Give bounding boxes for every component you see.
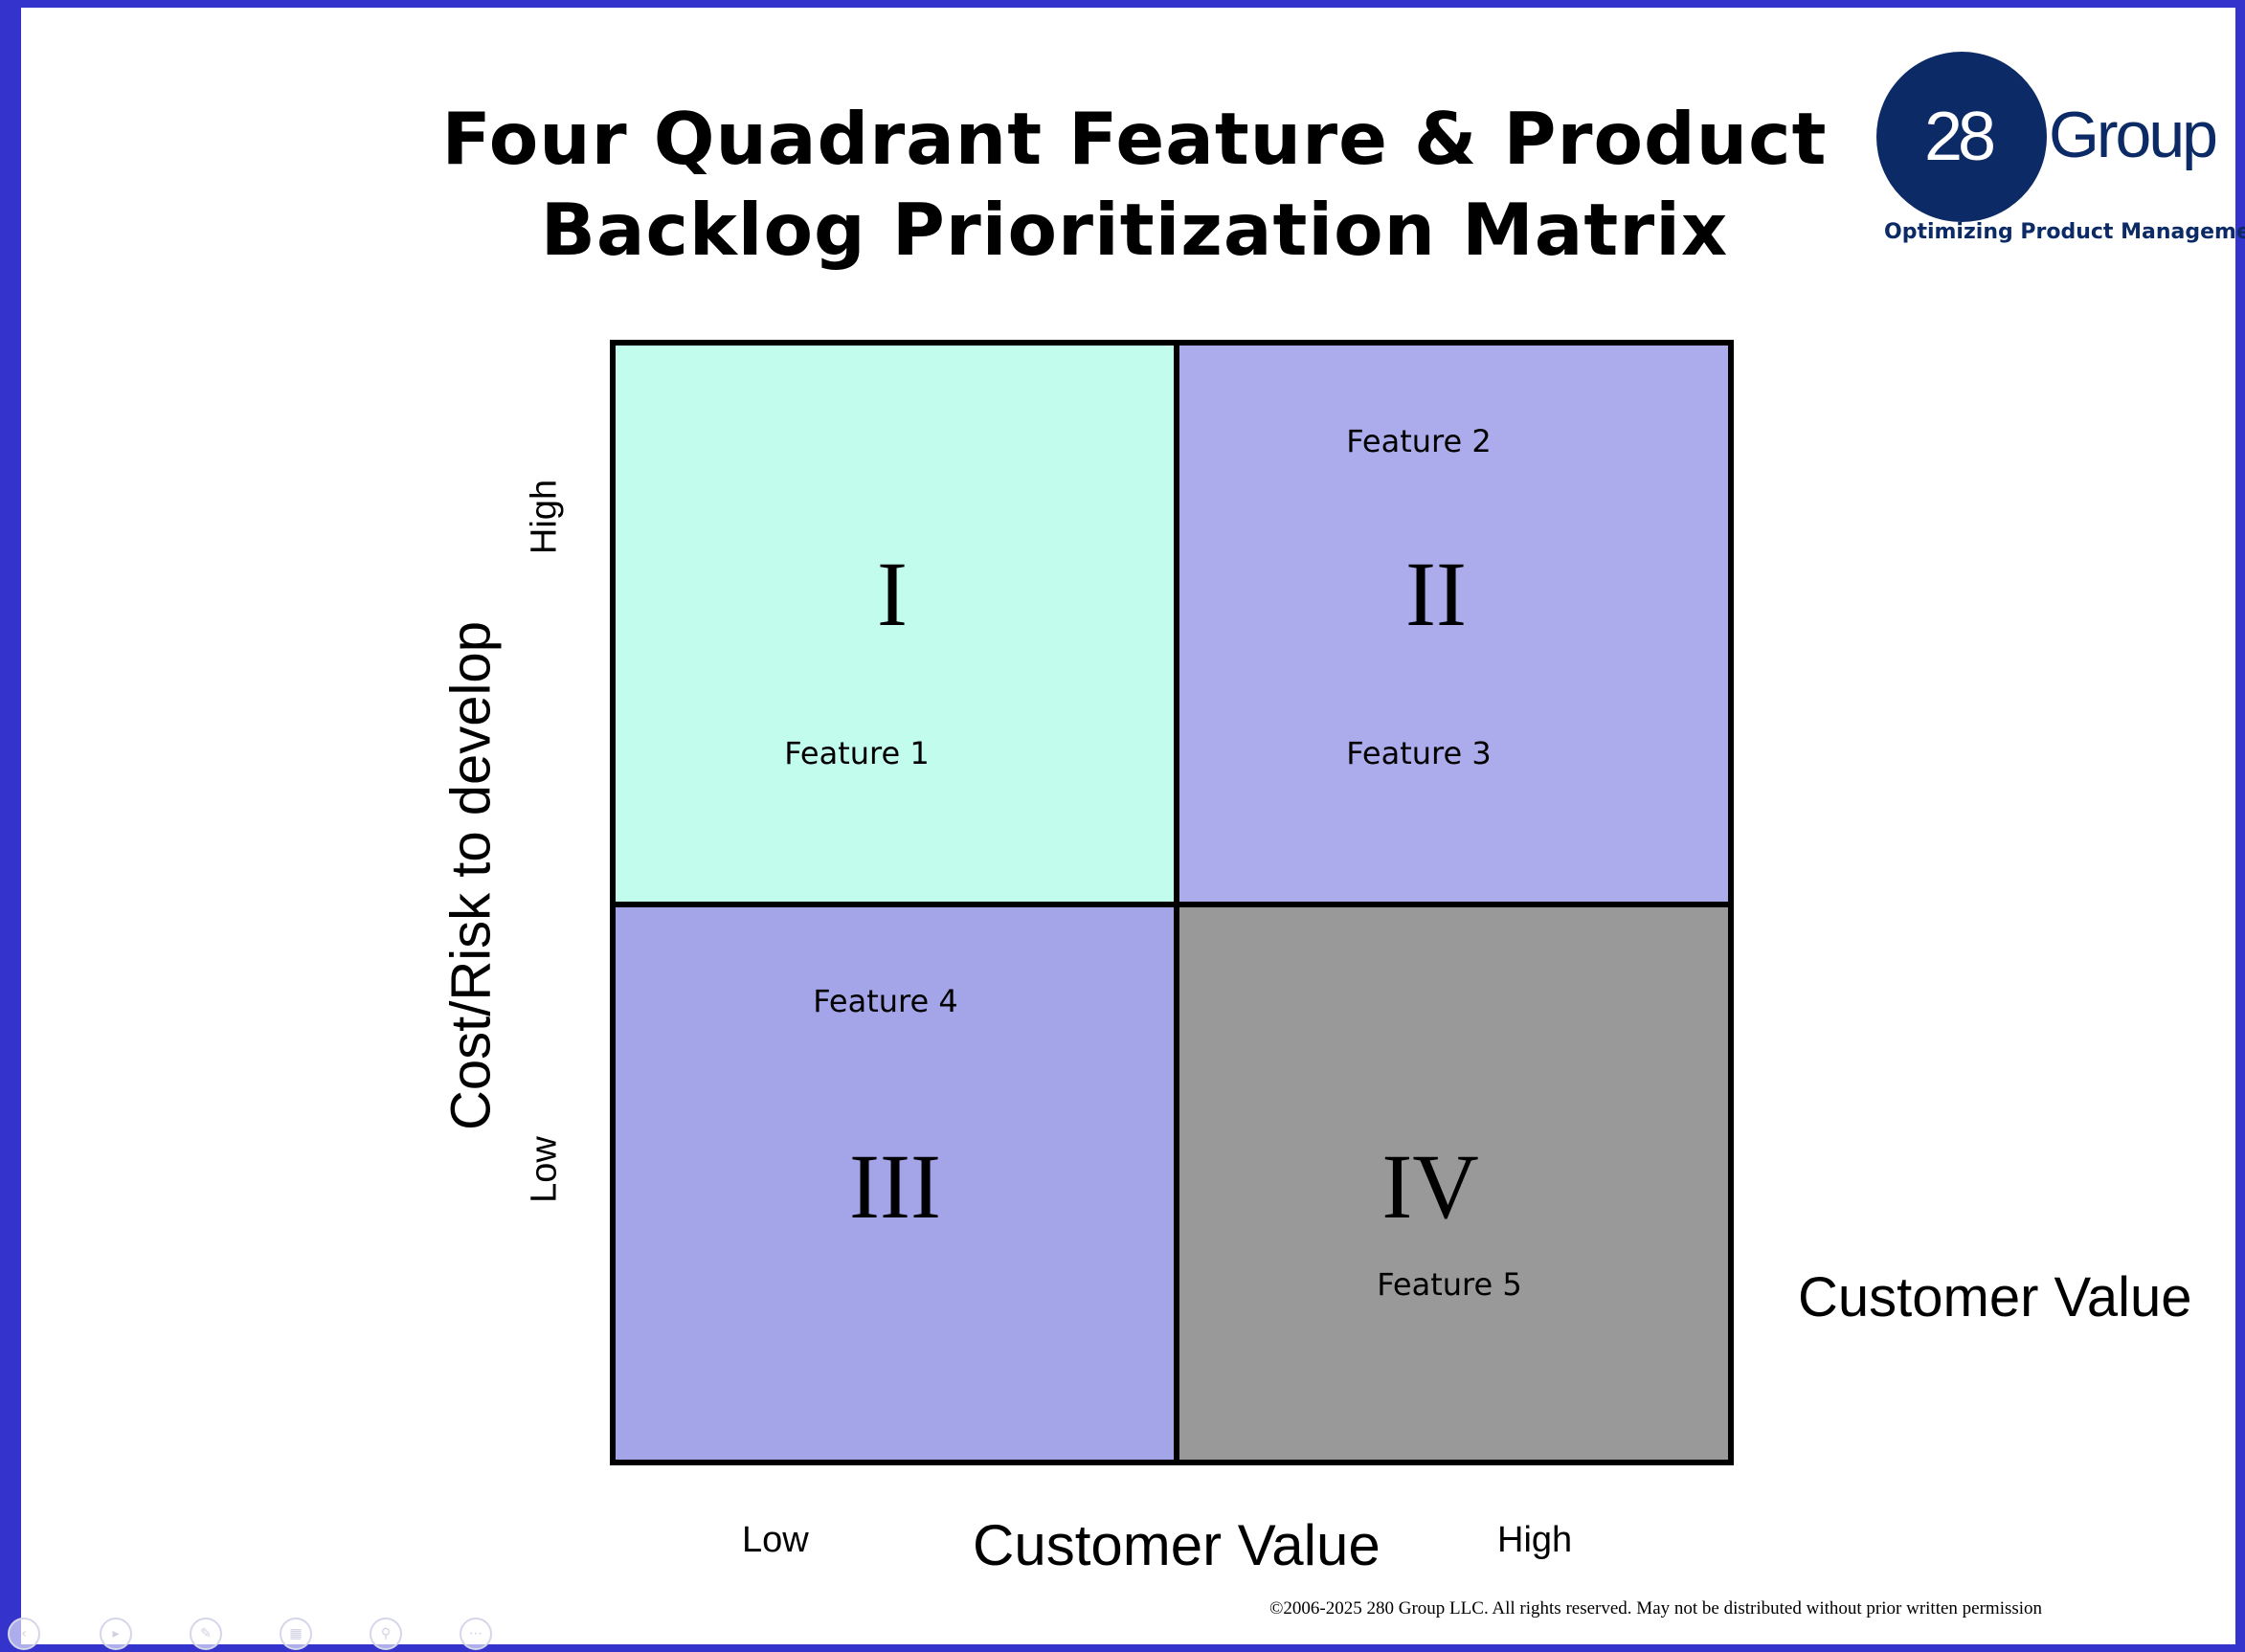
quadrant-numeral: III (849, 1135, 941, 1238)
page-title: Four Quadrant Feature & Product Backlog … (335, 94, 1934, 276)
more-icon[interactable]: ⋯ (460, 1618, 492, 1650)
feature-label: Feature 4 (813, 983, 958, 1019)
logo-wordmark: Group (2049, 99, 2218, 171)
company-logo: 28 Group Optimizing Product Management™ (1876, 50, 2245, 256)
quadrant-1: I Feature 1 (616, 346, 1177, 904)
title-line-1: Four Quadrant Feature & Product (441, 97, 1828, 181)
previous-icon[interactable]: ‹ (8, 1618, 40, 1650)
prioritization-matrix: I Feature 1 II Feature 2 Feature 3 III F… (610, 340, 1734, 1465)
logo-tagline: Optimizing Product Management™ (1884, 220, 2245, 244)
zoom-icon[interactable]: ⚲ (370, 1618, 402, 1650)
feature-label: Feature 1 (784, 735, 930, 771)
y-axis-low-label: Low (524, 1136, 565, 1203)
quadrant-numeral: IV (1381, 1135, 1479, 1238)
feature-label: Feature 3 (1346, 735, 1492, 771)
x-axis-high-label: High (1497, 1520, 1573, 1560)
logo-tagline-text: Optimizing Product Management (1884, 220, 2245, 244)
copyright-notice: ©2006-2025 280 Group LLC. All rights res… (1269, 1598, 2043, 1619)
play-icon[interactable]: ▸ (100, 1618, 132, 1650)
pen-icon[interactable]: ✎ (190, 1618, 222, 1650)
x-axis-title: Customer Value (973, 1513, 1381, 1577)
quadrant-3: III Feature 4 (616, 904, 1177, 1460)
quadrant-4: IV Feature 5 (1177, 904, 1728, 1460)
quadrant-numeral: I (877, 543, 908, 645)
y-axis-title: Cost/Risk to develop (439, 621, 503, 1130)
logo-number: 28 (1924, 99, 1996, 175)
y-axis-high-label: High (524, 479, 565, 555)
x-axis-low-label: Low (742, 1520, 809, 1560)
title-line-2: Backlog Prioritization Matrix (540, 188, 1729, 272)
slides-icon[interactable]: ▦ (280, 1618, 312, 1650)
feature-label: Feature 5 (1377, 1266, 1522, 1303)
quadrant-2: II Feature 2 Feature 3 (1177, 346, 1728, 904)
quadrant-numeral: II (1405, 543, 1467, 645)
feature-label: Feature 2 (1346, 423, 1492, 459)
customer-value-side-label: Customer Value (1798, 1266, 2192, 1328)
logo-zero-ring (2001, 107, 2043, 167)
